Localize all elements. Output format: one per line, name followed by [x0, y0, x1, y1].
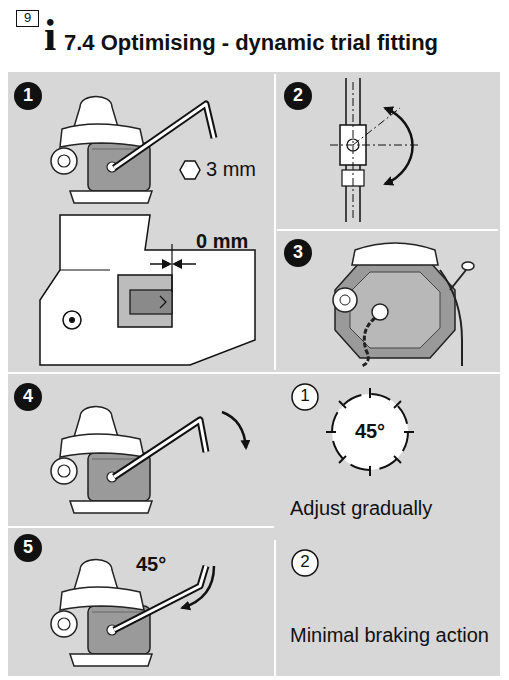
angle-label: 45°: [136, 553, 166, 576]
callout-number: 2: [292, 552, 318, 572]
step-number: 1: [14, 85, 42, 106]
dimension: 3 mm: [206, 158, 256, 181]
note: Minimal braking action: [290, 624, 495, 646]
note: Adjust gradually: [290, 497, 432, 520]
callout-number: 1: [292, 386, 318, 406]
info-icon: i: [44, 14, 56, 58]
section-title: 7.4 Optimising - dynamic trial fitting: [64, 30, 438, 55]
angle-label: 45°: [340, 420, 400, 443]
page-number: 9: [16, 10, 39, 27]
step-number: 5: [14, 537, 42, 558]
dimension: 0 mm: [196, 230, 248, 253]
step-number: 2: [284, 85, 312, 106]
step-number: 4: [14, 386, 42, 407]
step-number: 3: [284, 242, 312, 263]
